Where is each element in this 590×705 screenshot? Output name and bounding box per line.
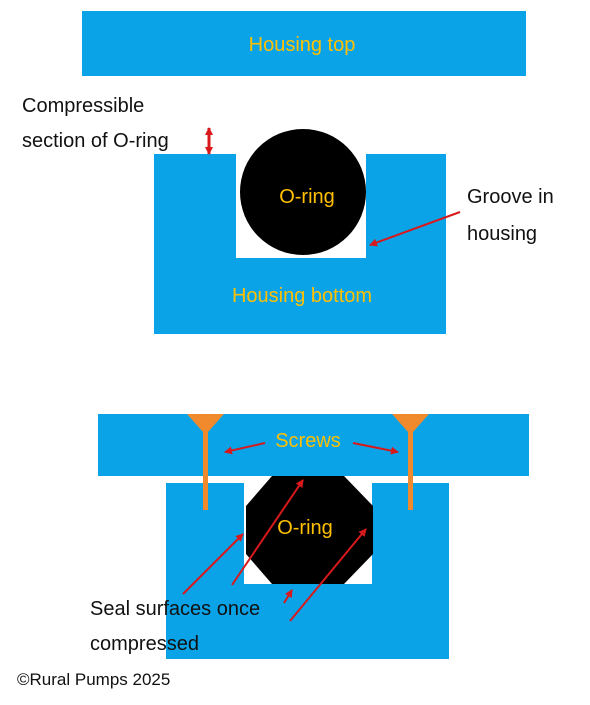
copyright-text: ©Rural Pumps 2025 [17, 670, 170, 689]
oring-compressed [246, 476, 373, 584]
seal-label-line2: compressed [90, 633, 199, 655]
housing-bottom [154, 154, 446, 334]
screw-right [392, 414, 429, 510]
compressible-label-line2: section of O-ring [22, 130, 169, 152]
housing-bottom-label: Housing bottom [232, 285, 372, 307]
seal-arrow-right-wall [289, 528, 367, 622]
housing-top-label: Housing top [249, 34, 356, 56]
housing-top [82, 11, 526, 76]
seal-label-line1: Seal surfaces once [90, 598, 260, 620]
compressible-label-line1: Compressible [22, 95, 144, 117]
oring-compressed-label: O-ring [277, 517, 333, 539]
seal-arrow-top [231, 479, 304, 586]
screws-arrow-right [352, 442, 399, 455]
screw-left [187, 414, 224, 510]
seal-arrow-left-wall [182, 533, 244, 595]
housing-top-compressed [98, 414, 529, 476]
groove-label-line2: housing [467, 223, 537, 245]
screws-arrow-left [224, 442, 266, 455]
oring-top-label: O-ring [279, 186, 335, 208]
housing-bottom-compressed [166, 483, 449, 659]
groove-arrow [369, 211, 461, 247]
seal-arrow-bottom [283, 589, 293, 604]
groove-label-line1: Groove in [467, 186, 554, 208]
oring-top [240, 129, 366, 255]
screws-label: Screws [275, 430, 341, 452]
